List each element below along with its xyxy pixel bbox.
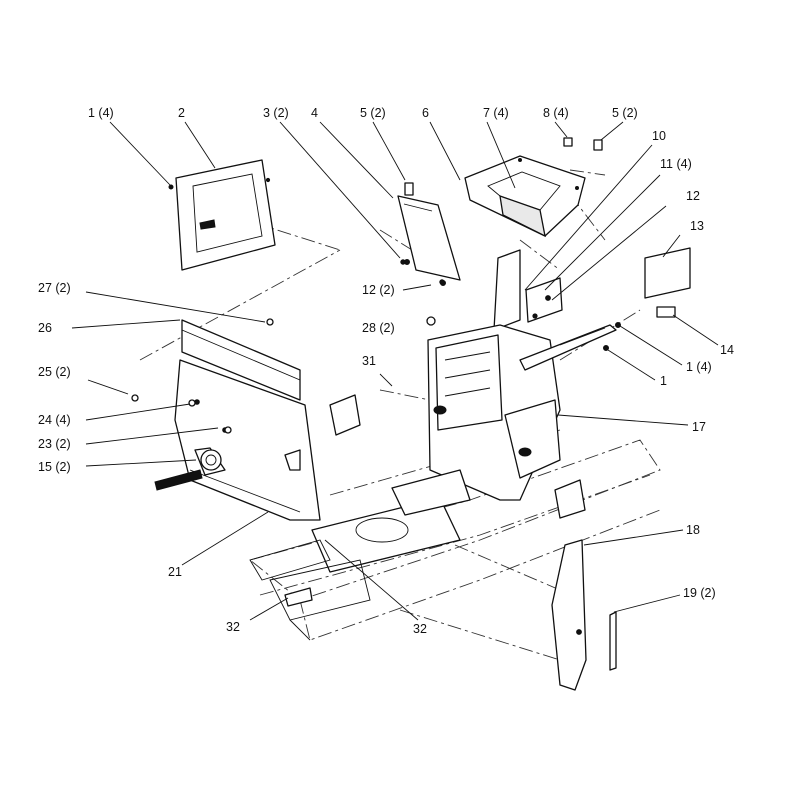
decal-part-13 <box>644 247 691 318</box>
callout-23-2: 23 (2) <box>38 437 71 451</box>
callout-12: 12 <box>686 189 700 203</box>
callout-1-4: 1 (4) <box>88 106 114 120</box>
leader-lines <box>71 121 719 621</box>
side-panel-part-21 <box>154 359 361 521</box>
callout-19-2: 19 (2) <box>683 586 716 600</box>
console-tower-part-17 <box>427 322 621 501</box>
callout-1: 1 <box>660 374 667 388</box>
fasteners <box>131 184 445 434</box>
side-panel-part-18 <box>551 539 617 691</box>
callout-12-2: 12 (2) <box>362 283 395 297</box>
callout-17: 17 <box>692 420 706 434</box>
callout-25-2: 25 (2) <box>38 365 71 379</box>
callout-6: 6 <box>422 106 429 120</box>
lower-chassis <box>249 479 586 641</box>
callout-7-4: 7 (4) <box>483 106 509 120</box>
callout-26: 26 <box>38 321 52 335</box>
callout-28-2: 28 (2) <box>362 321 395 335</box>
callout-24-4: 24 (4) <box>38 413 71 427</box>
callout-32-right: 32 <box>413 622 427 636</box>
callout-27-2: 27 (2) <box>38 281 71 295</box>
floor-plate <box>311 469 471 573</box>
callout-21: 21 <box>168 565 182 579</box>
bracket-part-4 <box>397 182 461 286</box>
callout-2: 2 <box>178 106 185 120</box>
callout-31: 31 <box>362 354 376 368</box>
small-fasteners-top <box>493 137 603 331</box>
callout-labels: 1 (4) 2 3 (2) 4 5 (2) 6 7 (4) 8 (4) 5 (2… <box>38 106 734 636</box>
callout-32-left: 32 <box>226 620 240 634</box>
panel-part-2 <box>175 159 276 271</box>
callout-3-2: 3 (2) <box>263 106 289 120</box>
callout-15-2: 15 (2) <box>38 460 71 474</box>
callout-11-4: 11 (4) <box>660 157 692 171</box>
callout-10: 10 <box>652 129 666 143</box>
callout-18: 18 <box>686 523 700 537</box>
callout-5-2-left: 5 (2) <box>360 106 386 120</box>
callout-14: 14 <box>720 343 734 357</box>
callout-1-4-right: 1 (4) <box>686 360 712 374</box>
callout-8-4: 8 (4) <box>543 106 569 120</box>
strip-part-26 <box>181 319 301 401</box>
tray-part-6 <box>464 155 586 238</box>
callout-13: 13 <box>690 219 704 233</box>
callout-4: 4 <box>311 106 318 120</box>
callout-5-2-right: 5 (2) <box>612 106 638 120</box>
